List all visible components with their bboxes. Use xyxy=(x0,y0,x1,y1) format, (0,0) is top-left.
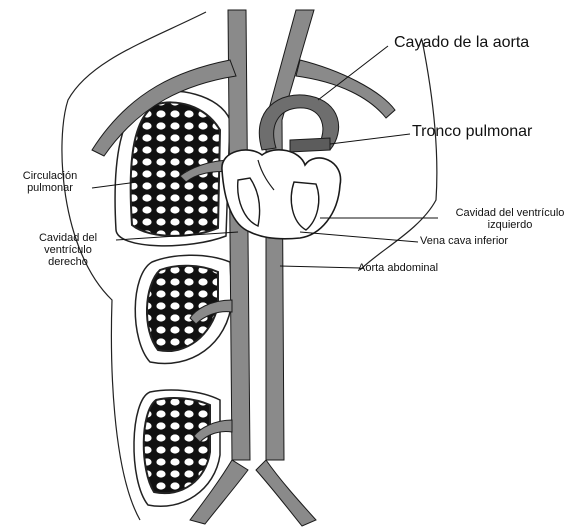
label-cavidad-ventriculo-derecho: Cavidad del ventrículo derecho xyxy=(18,232,118,268)
pulmonary-trunk xyxy=(290,138,330,152)
label-cayado-aorta: Cayado de la aorta xyxy=(394,34,529,52)
lower-organ-capillaries xyxy=(144,398,210,493)
label-cavidad-ventriculo-izquierdo: Cavidad del ventrículo izquierdo xyxy=(440,207,580,231)
heart xyxy=(222,150,341,239)
label-aorta-abdominal: Aorta abdominal xyxy=(358,262,438,274)
label-tronco-pulmonar: Tronco pulmonar xyxy=(412,123,532,141)
label-circulacion-pulmonar: Circulación pulmonar xyxy=(8,170,92,194)
label-vena-cava-inferior: Vena cava inferior xyxy=(420,235,508,247)
